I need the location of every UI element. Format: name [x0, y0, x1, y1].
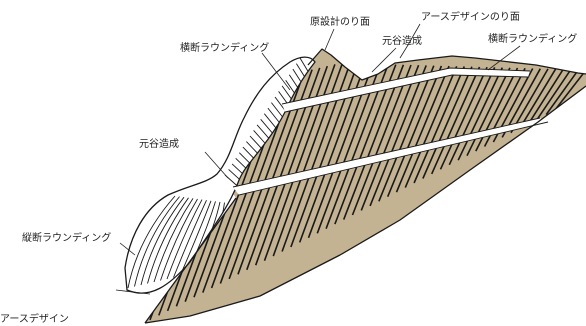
slope-stripe — [404, 65, 458, 188]
label-earth-design-slope: アースデザインのり面 — [421, 10, 520, 23]
label-valley-upper: 元谷造成 — [382, 34, 422, 47]
slope-stripe — [386, 65, 443, 198]
contour-line — [173, 200, 207, 278]
slope-stripe — [369, 65, 427, 207]
original-slope-outline — [144, 48, 586, 324]
slope-stripe — [527, 68, 564, 125]
label-original-slope: 原設計のり面 — [310, 15, 370, 28]
contour-line — [166, 199, 203, 280]
leader-lines — [115, 23, 521, 295]
slope-stripe — [457, 67, 504, 161]
label-cross-rounding-left: 横断ラウンディング — [180, 41, 269, 54]
slope-stripe — [422, 66, 473, 179]
label-valley-left: 元谷造成 — [139, 137, 179, 150]
contour-line — [160, 198, 198, 281]
label-cross-rounding-right: 横断ラウンディング — [488, 32, 577, 45]
original-slope-surface — [145, 49, 586, 323]
contour-line — [134, 196, 180, 287]
slope-stripe — [334, 64, 397, 225]
berm-upper — [281, 67, 531, 113]
slope-stripe — [413, 66, 466, 184]
slope-stripe — [519, 68, 557, 129]
berm-lower — [232, 117, 549, 196]
slope-stripe — [466, 67, 511, 157]
earth-design-outline — [124, 56, 316, 294]
contour-line — [127, 195, 176, 289]
slope-stripe — [510, 68, 549, 134]
slope-stripe — [545, 69, 580, 116]
contour-line — [147, 197, 189, 284]
contour-line — [140, 196, 185, 286]
slope-stripe — [554, 69, 586, 111]
contour-line — [179, 200, 212, 277]
slope-stripe — [351, 64, 412, 216]
slope-stripe — [360, 64, 420, 211]
slope-stripe — [430, 66, 481, 175]
slope-stripe — [448, 67, 496, 166]
slope-stripe — [342, 64, 405, 220]
slope-stripe — [439, 66, 488, 170]
contour-line — [153, 198, 194, 283]
slope-stripe — [536, 69, 572, 120]
slope-stripe — [378, 65, 435, 202]
label-longitudinal-rounding: 縦断ラウンディング — [22, 231, 111, 244]
slope-stripe — [395, 65, 450, 193]
label-earth-design: アースデザイン — [0, 312, 69, 325]
